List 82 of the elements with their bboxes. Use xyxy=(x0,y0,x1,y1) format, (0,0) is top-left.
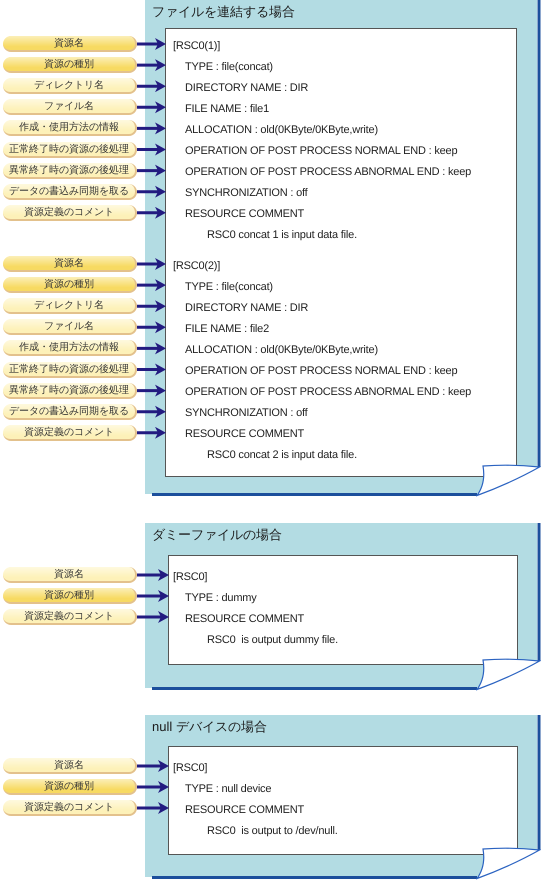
arrow xyxy=(137,186,166,198)
arrow xyxy=(137,258,166,270)
resource-heading: [RSC0(1)] xyxy=(173,40,220,52)
comment-text: RSC0 concat 2 is input data file. xyxy=(207,449,357,462)
setting-line: RESOURCE COMMENT xyxy=(185,612,304,624)
panel-title: ファイルを連結する場合 xyxy=(152,4,295,20)
label-tag: ディレクトリ名 xyxy=(3,78,137,94)
setting-line: FILE NAME : file1 xyxy=(185,102,270,115)
setting-line: RESOURCE COMMENT xyxy=(185,804,304,816)
setting-line: SYNCHRONIZATION : off xyxy=(185,407,308,420)
setting-line: RESOURCE COMMENT xyxy=(185,428,304,440)
label-tag: データの書込み同期を取る xyxy=(3,404,137,420)
label-tag: 資源の種別 xyxy=(3,57,137,74)
setting-line: SYNCHRONIZATION : off xyxy=(185,187,308,200)
setting-line: ALLOCATION : old(0KByte/0KByte,write) xyxy=(185,124,378,136)
arrow xyxy=(137,406,166,418)
arrow xyxy=(137,364,166,376)
resource-heading: [RSC0] xyxy=(173,762,208,774)
arrow xyxy=(137,384,166,397)
arrow xyxy=(137,342,166,354)
setting-line: TYPE : file(concat) xyxy=(185,60,273,73)
setting-line: OPERATION OF POST PROCESS ABNORMAL END : keep xyxy=(185,166,472,178)
arrow xyxy=(137,781,169,793)
arrow xyxy=(137,590,169,602)
label-tag: 資源の種別 xyxy=(3,588,137,604)
label-tag: 正常終了時の資源の後処理 xyxy=(3,142,137,158)
arrow xyxy=(137,59,166,72)
arrow xyxy=(137,802,169,814)
setting-line: OPERATION OF POST PROCESS NORMAL END : keep xyxy=(185,145,458,157)
setting-line: DIRECTORY NAME : DIR xyxy=(185,82,308,94)
setting-line: OPERATION OF POST PROCESS NORMAL END : keep xyxy=(185,365,458,377)
setting-line: ALLOCATION : old(0KByte/0KByte,write) xyxy=(185,344,378,356)
setting-line: DIRECTORY NAME : DIR xyxy=(185,302,308,314)
setting-line: RESOURCE COMMENT xyxy=(185,208,304,220)
label-tag: 資源名 xyxy=(3,36,137,52)
label-tag: 作成・使用方法の情報 xyxy=(3,120,137,136)
label-tag: 資源定義のコメント xyxy=(3,204,137,221)
arrow xyxy=(137,38,166,50)
label-tag: データの書込み同期を取る xyxy=(3,184,137,200)
panel-title: ダミーファイルの場合 xyxy=(152,527,282,543)
setting-line: FILE NAME : file2 xyxy=(185,322,270,335)
label-tag: 資源定義のコメント xyxy=(3,424,137,441)
comment-text: RSC0 is output to /dev/null. xyxy=(207,824,338,836)
panel-title: null デバイスの場合 xyxy=(152,719,267,735)
arrow xyxy=(137,144,166,156)
label-tag: ファイル名 xyxy=(3,319,137,336)
content-box xyxy=(168,555,518,665)
arrow xyxy=(137,611,169,623)
label-tag: 資源の種別 xyxy=(3,779,137,795)
setting-line: TYPE : null device xyxy=(185,782,272,794)
setting-line: TYPE : dummy xyxy=(185,592,257,604)
label-tag: ディレクトリ名 xyxy=(3,298,137,314)
label-tag: 作成・使用方法の情報 xyxy=(3,340,137,356)
label-tag: 資源の種別 xyxy=(3,277,137,294)
arrow xyxy=(137,569,169,581)
arrow xyxy=(137,101,166,114)
arrow xyxy=(137,206,166,219)
label-tag: 資源名 xyxy=(3,758,137,774)
label-tag: 資源定義のコメント xyxy=(3,609,137,625)
label-tag: ファイル名 xyxy=(3,99,137,116)
arrow xyxy=(137,80,166,92)
comment-text: RSC0 concat 1 is input data file. xyxy=(207,229,357,242)
label-tag: 資源定義のコメント xyxy=(3,800,137,816)
label-tag: 異常終了時の資源の後処理 xyxy=(3,382,137,399)
arrow xyxy=(137,760,169,772)
arrow xyxy=(137,426,166,439)
label-tag: 異常終了時の資源の後処理 xyxy=(3,162,137,179)
resource-heading: [RSC0(2)] xyxy=(173,260,220,272)
content-box xyxy=(165,28,517,477)
label-tag: 正常終了時の資源の後処理 xyxy=(3,362,137,378)
label-tag: 資源名 xyxy=(3,567,137,583)
setting-line: OPERATION OF POST PROCESS ABNORMAL END : keep xyxy=(185,386,472,398)
comment-text: RSC0 is output dummy file. xyxy=(207,634,338,646)
arrow xyxy=(137,122,166,134)
arrow xyxy=(137,321,166,334)
arrow xyxy=(137,279,166,292)
label-tag: 資源名 xyxy=(3,256,137,272)
arrow xyxy=(137,164,166,177)
resource-heading: [RSC0] xyxy=(173,570,208,582)
setting-line: TYPE : file(concat) xyxy=(185,280,273,293)
arrow xyxy=(137,300,166,312)
content-box xyxy=(168,746,518,855)
